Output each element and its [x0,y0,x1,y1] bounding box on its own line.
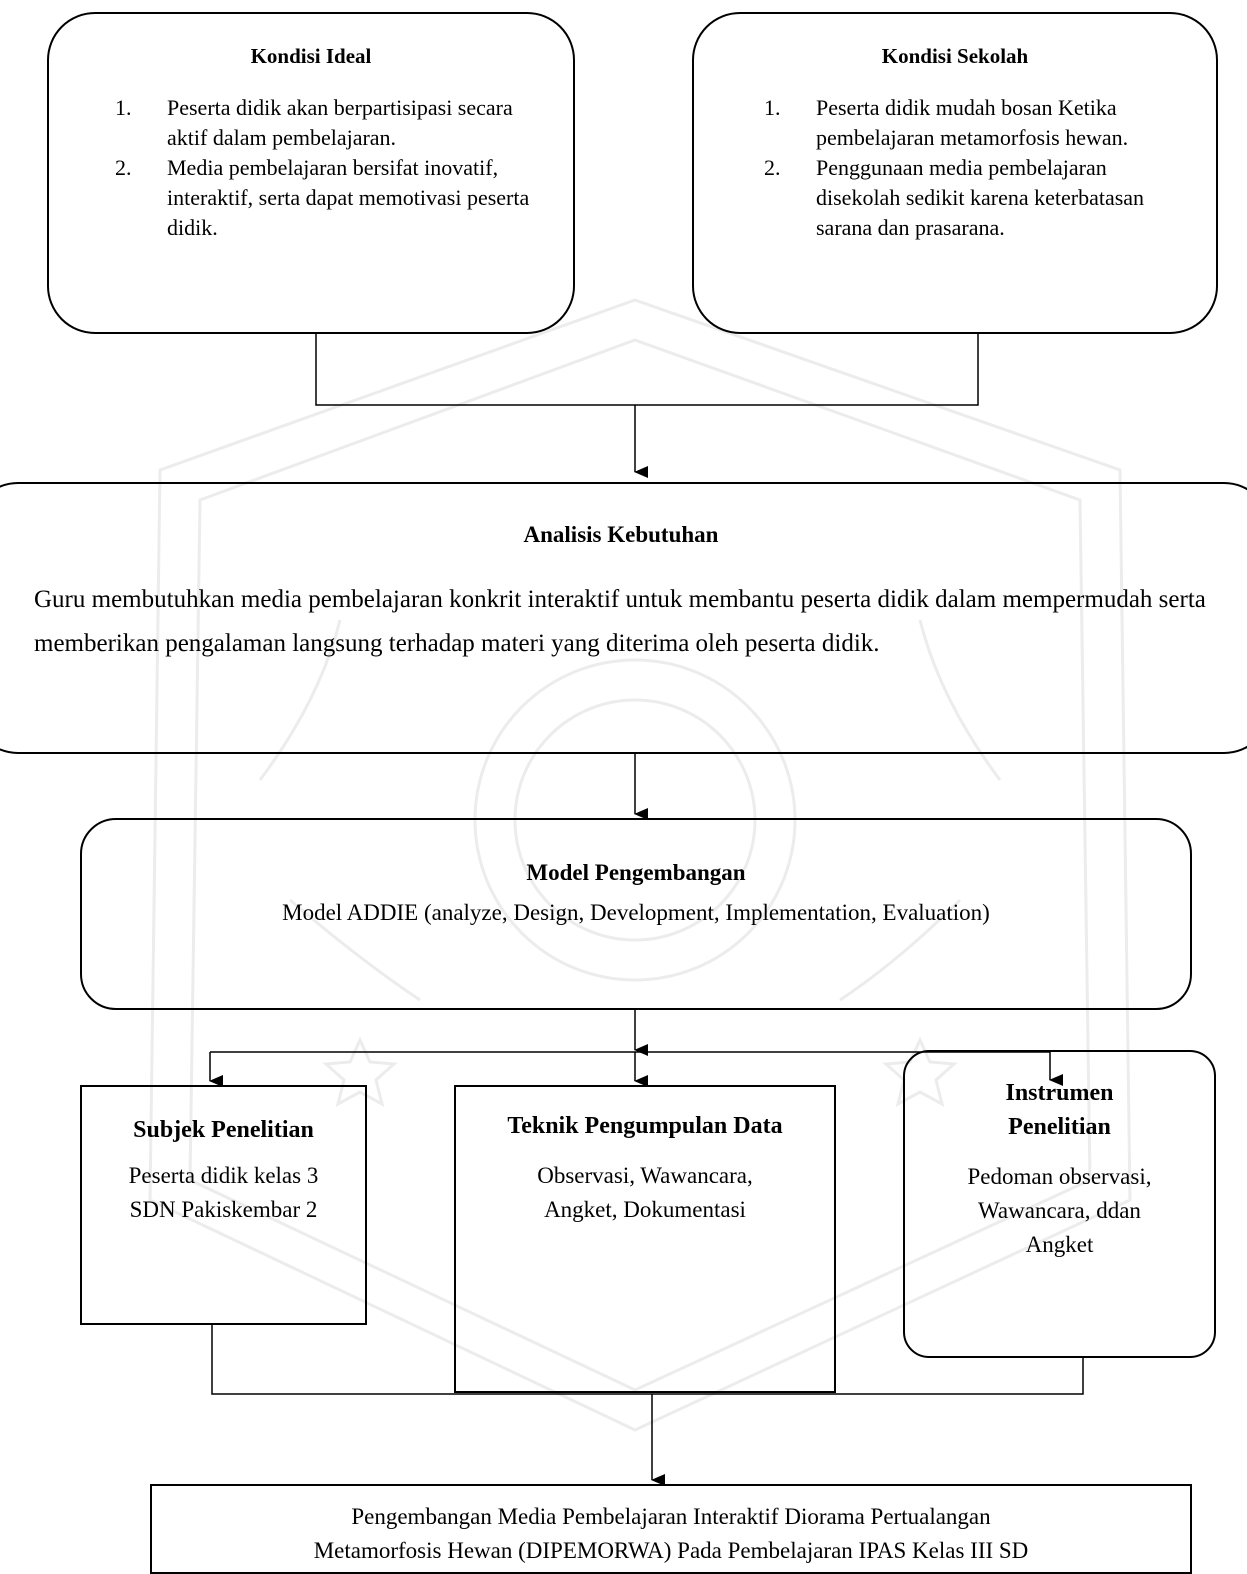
kondisi-ideal-title: Kondisi Ideal [250,44,372,68]
teknik-pengumpulan-data-text: Observasi, Wawancara, Angket, Dokumentas… [456,1159,834,1227]
kondisi-sekolah-list: 1. Peserta didik mudah bosan Ketika pembe… [764,93,1194,243]
text-line: Observasi, Wawancara, [537,1163,753,1188]
kondisi-sekolah-title: Kondisi Sekolah [881,44,1029,68]
instrumen-penelitian-box: Instrumen Penelitian Pedoman observasi, … [903,1050,1216,1358]
kondisi-ideal-list: 1. Peserta didik akan berpartisipasi seca… [115,93,545,243]
list-text: Media pembelajaran bersifat inovatif, in… [167,155,530,240]
title-line: Penelitian [1008,1114,1111,1140]
hasil-pengembangan-text: Pengembangan Media Pembelajaran Interakt… [152,1500,1190,1568]
list-number: 1. [764,95,781,120]
text-line: Angket, Dokumentasi [544,1197,746,1222]
subjek-penelitian-box: Subjek Penelitian Peserta didik kelas 3 … [80,1085,367,1325]
list-number: 2. [115,155,132,180]
list-number: 1. [115,95,132,120]
list-item: 2. Penggunaan media pembelajaran disekola… [764,153,1194,243]
text-line: Wawancara, ddan [978,1198,1141,1223]
list-text: Peserta didik mudah bosan Ketika pembela… [816,95,1129,150]
text-line: Pedoman observasi, [967,1164,1152,1189]
analisis-kebutuhan-title: Analisis Kebutuhan [523,522,719,547]
list-text: Peserta didik akan berpartisipasi secara… [167,95,513,150]
title-line: Instrumen [1005,1080,1114,1106]
model-pengembangan-text: Model ADDIE (analyze, Design, Developmen… [282,900,990,925]
kondisi-sekolah-box: Kondisi Sekolah 1. Peserta didik mudah bo… [692,12,1218,334]
connector-top-boxes [315,334,979,406]
subjek-penelitian-text: Peserta didik kelas 3 SDN Pakiskembar 2 [82,1159,365,1227]
subjek-penelitian-title: Subjek Penelitian [133,1117,314,1143]
hasil-pengembangan-box: Pengembangan Media Pembelajaran Interakt… [150,1484,1192,1574]
analisis-kebutuhan-box: Analisis Kebutuhan Guru membutuhkan medi… [0,482,1247,754]
list-number: 2. [764,155,781,180]
text-line: Metamorfosis Hewan (DIPEMORWA) Pada Pemb… [313,1538,1029,1563]
text-line: Pengembangan Media Pembelajaran Interakt… [351,1504,991,1529]
text-line: Peserta didik kelas 3 [128,1163,319,1188]
analisis-kebutuhan-text: Guru membutuhkan media pembelajaran konk… [34,586,1206,657]
model-pengembangan-box: Model Pengembangan Model ADDIE (analyze,… [80,818,1192,1010]
teknik-pengumpulan-data-box: Teknik Pengumpulan Data Observasi, Wawan… [454,1085,836,1393]
instrumen-penelitian-text: Pedoman observasi, Wawancara, ddan Angke… [905,1160,1214,1262]
list-item: 1. Peserta didik akan berpartisipasi seca… [115,93,545,153]
model-pengembangan-title: Model Pengembangan [526,860,746,885]
list-text: Penggunaan media pembelajaran disekolah … [816,155,1145,240]
instrumen-penelitian-title: Instrumen Penelitian [905,1076,1214,1144]
list-item: 1. Peserta didik mudah bosan Ketika pembe… [764,93,1194,153]
list-item: 2. Media pembelajaran bersifat inovatif, … [115,153,545,243]
kondisi-ideal-box: Kondisi Ideal 1. Peserta didik akan berpa… [47,12,575,334]
text-line: SDN Pakiskembar 2 [129,1197,318,1222]
teknik-pengumpulan-data-title: Teknik Pengumpulan Data [507,1113,783,1139]
text-line: Angket [1025,1232,1094,1257]
